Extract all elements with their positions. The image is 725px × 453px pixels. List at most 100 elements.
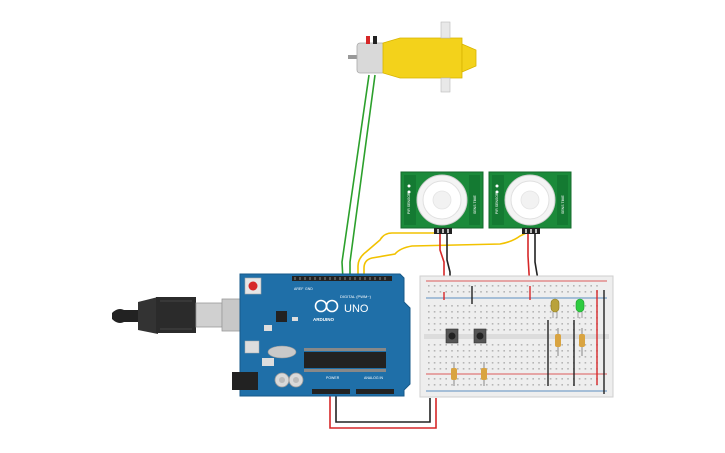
breadboard-hole[interactable] bbox=[520, 362, 523, 364]
breadboard-hole[interactable] bbox=[474, 317, 476, 319]
breadboard-hole[interactable] bbox=[549, 317, 552, 319]
breadboard-hole[interactable] bbox=[468, 368, 471, 370]
resistor-4[interactable] bbox=[579, 328, 585, 356]
breadboard-hole[interactable] bbox=[474, 323, 476, 325]
breadboard-hole[interactable] bbox=[474, 311, 476, 313]
breadboard-hole[interactable] bbox=[497, 378, 500, 380]
breadboard-hole[interactable] bbox=[561, 317, 563, 319]
breadboard-hole[interactable] bbox=[584, 291, 587, 293]
breadboard-hole[interactable] bbox=[584, 356, 587, 358]
breadboard-hole[interactable] bbox=[439, 305, 442, 307]
breadboard-hole[interactable] bbox=[584, 362, 587, 364]
breadboard-hole[interactable] bbox=[555, 362, 558, 364]
led-yellow-icon[interactable] bbox=[550, 298, 560, 318]
breadboard-hole[interactable] bbox=[462, 323, 465, 325]
breadboard-hole[interactable] bbox=[555, 368, 558, 370]
breadboard-hole[interactable] bbox=[555, 317, 558, 319]
breadboard-hole[interactable] bbox=[433, 317, 436, 319]
breadboard-hole[interactable] bbox=[445, 291, 447, 293]
breadboard-hole[interactable] bbox=[567, 305, 569, 307]
breadboard-hole[interactable] bbox=[590, 350, 592, 352]
breadboard-hole[interactable] bbox=[462, 362, 465, 364]
dc-motor[interactable] bbox=[348, 21, 477, 93]
breadboard-hole[interactable] bbox=[445, 285, 447, 287]
breadboard-hole[interactable] bbox=[532, 384, 534, 386]
breadboard-hole[interactable] bbox=[457, 311, 459, 313]
breadboard-hole[interactable] bbox=[590, 285, 592, 287]
breadboard-hole[interactable] bbox=[561, 329, 563, 331]
breadboard-hole[interactable] bbox=[457, 344, 459, 346]
breadboard-hole[interactable] bbox=[509, 311, 511, 313]
breadboard-hole[interactable] bbox=[451, 291, 453, 293]
breadboard-hole[interactable] bbox=[509, 344, 511, 346]
breadboard-hole[interactable] bbox=[526, 350, 529, 352]
breadboard-hole[interactable] bbox=[433, 291, 436, 293]
breadboard-hole[interactable] bbox=[549, 285, 552, 287]
pir-sensor-left[interactable]: PIR SENSOR SENS TIME bbox=[400, 171, 484, 234]
breadboard-hole[interactable] bbox=[509, 368, 511, 370]
breadboard-hole[interactable] bbox=[555, 291, 558, 293]
breadboard-hole[interactable] bbox=[503, 384, 505, 386]
breadboard-hole[interactable] bbox=[584, 378, 587, 380]
breadboard-hole[interactable] bbox=[433, 368, 436, 370]
breadboard-hole[interactable] bbox=[590, 311, 592, 313]
breadboard-hole[interactable] bbox=[578, 329, 581, 331]
arduino-uno-board[interactable]: AREF GND DIGITAL (PWM~) ARDUINO UNO POWE… bbox=[232, 273, 411, 397]
breadboard-hole[interactable] bbox=[428, 356, 430, 358]
breadboard-hole[interactable] bbox=[451, 323, 453, 325]
breadboard-hole[interactable] bbox=[451, 344, 453, 346]
breadboard-hole[interactable] bbox=[584, 350, 587, 352]
breadboard-hole[interactable] bbox=[445, 368, 447, 370]
breadboard-hole[interactable] bbox=[515, 323, 517, 325]
reset-button-cap[interactable] bbox=[248, 281, 258, 291]
breadboard-hole[interactable] bbox=[526, 291, 529, 293]
breadboard-hole[interactable] bbox=[567, 323, 569, 325]
breadboard-hole[interactable] bbox=[497, 356, 500, 358]
breadboard-hole[interactable] bbox=[567, 356, 569, 358]
breadboard-hole[interactable] bbox=[497, 368, 500, 370]
power-gnd-wire[interactable] bbox=[335, 392, 431, 423]
breadboard-hole[interactable] bbox=[520, 384, 523, 386]
breadboard-hole[interactable] bbox=[544, 344, 546, 346]
breadboard-hole[interactable] bbox=[457, 384, 459, 386]
breadboard-hole[interactable] bbox=[457, 305, 459, 307]
breadboard-hole[interactable] bbox=[555, 378, 558, 380]
breadboard-hole[interactable] bbox=[520, 368, 523, 370]
breadboard-hole[interactable] bbox=[439, 384, 442, 386]
breadboard-hole[interactable] bbox=[584, 368, 587, 370]
breadboard-hole[interactable] bbox=[544, 329, 546, 331]
breadboard-hole[interactable] bbox=[497, 317, 500, 319]
breadboard-hole[interactable] bbox=[503, 305, 505, 307]
breadboard-hole[interactable] bbox=[480, 344, 482, 346]
breadboard-hole[interactable] bbox=[462, 356, 465, 358]
breadboard-hole[interactable] bbox=[561, 350, 563, 352]
breadboard-hole[interactable] bbox=[544, 285, 546, 287]
breadboard-hole[interactable] bbox=[532, 362, 534, 364]
breadboard-hole[interactable] bbox=[549, 384, 552, 386]
resistor-1[interactable] bbox=[451, 362, 457, 386]
breadboard-hole[interactable] bbox=[520, 350, 523, 352]
breadboard-hole[interactable] bbox=[486, 311, 488, 313]
breadboard-hole[interactable] bbox=[468, 311, 471, 313]
breadboard-hole[interactable] bbox=[474, 350, 476, 352]
breadboard-hole[interactable] bbox=[561, 323, 563, 325]
breadboard-hole[interactable] bbox=[486, 384, 488, 386]
breadboard-hole[interactable] bbox=[468, 305, 471, 307]
breadboard-hole[interactable] bbox=[486, 362, 488, 364]
breadboard-hole[interactable] bbox=[491, 362, 494, 364]
breadboard-hole[interactable] bbox=[433, 285, 436, 287]
breadboard-hole[interactable] bbox=[428, 344, 430, 346]
breadboard-hole[interactable] bbox=[486, 323, 488, 325]
breadboard-hole[interactable] bbox=[480, 356, 482, 358]
breadboard-hole[interactable] bbox=[509, 350, 511, 352]
breadboard-hole[interactable] bbox=[520, 344, 523, 346]
breadboard-hole[interactable] bbox=[509, 384, 511, 386]
breadboard-hole[interactable] bbox=[526, 329, 529, 331]
breadboard-hole[interactable] bbox=[439, 356, 442, 358]
breadboard-hole[interactable] bbox=[573, 311, 575, 313]
breadboard-hole[interactable] bbox=[503, 311, 505, 313]
breadboard-hole[interactable] bbox=[486, 368, 488, 370]
breadboard-hole[interactable] bbox=[532, 311, 534, 313]
breadboard-hole[interactable] bbox=[433, 305, 436, 307]
breadboard-hole[interactable] bbox=[439, 329, 442, 331]
